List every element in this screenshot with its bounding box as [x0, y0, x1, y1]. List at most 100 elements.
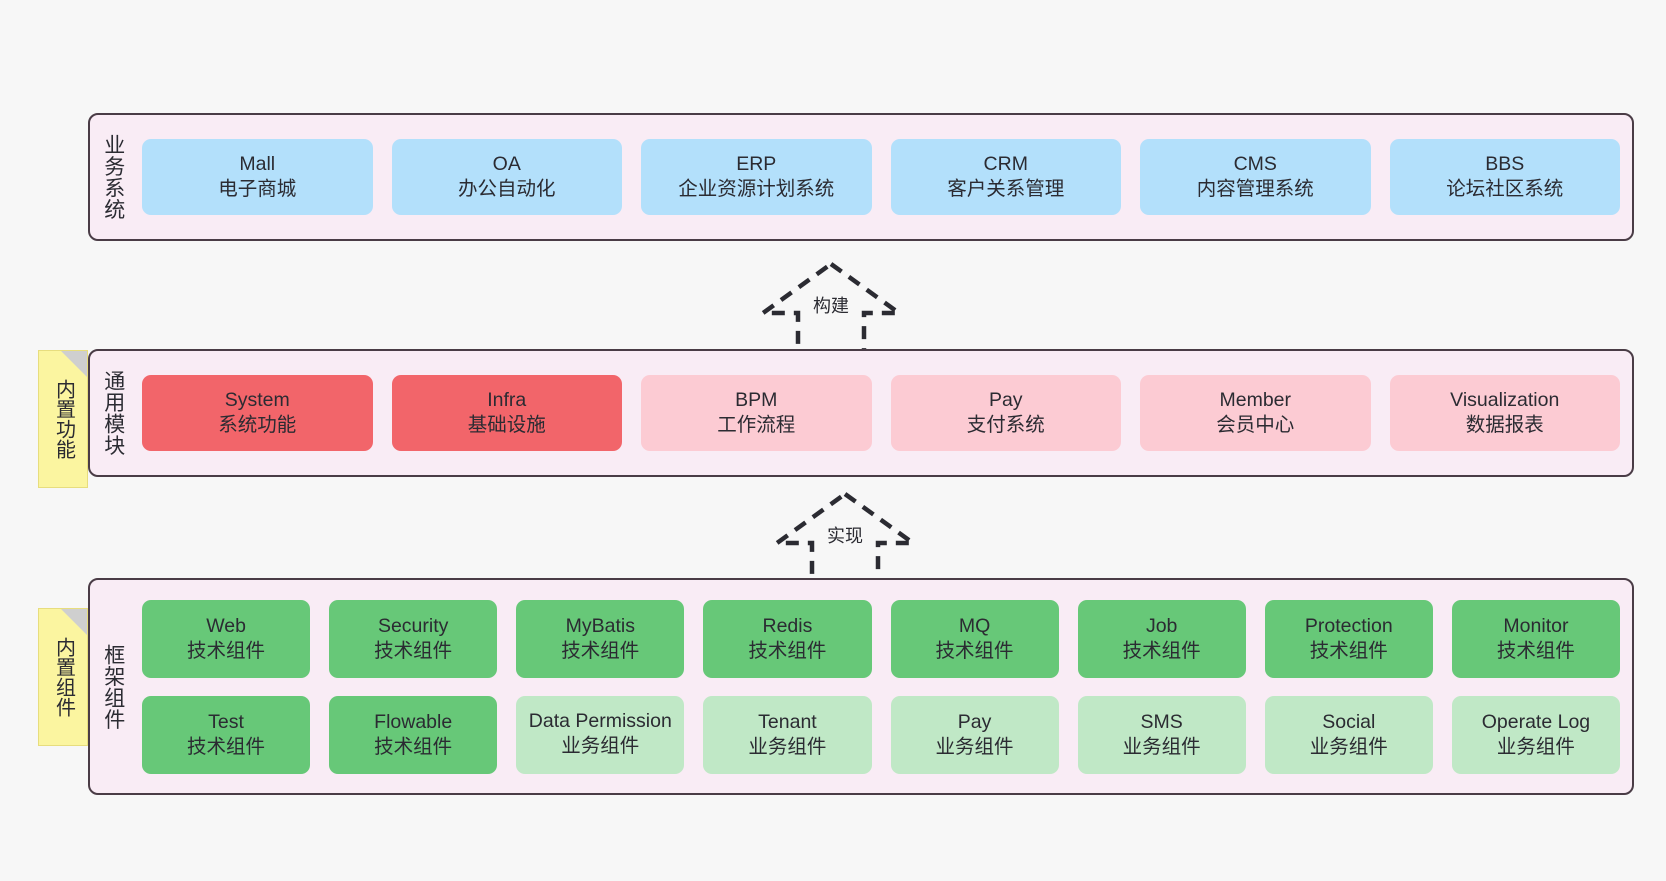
node-subtitle: 基础设施	[467, 414, 546, 436]
node-title: Security	[377, 614, 449, 637]
node-subtitle: 会员中心	[1216, 414, 1295, 436]
node-subtitle: 内容管理系统	[1196, 178, 1314, 200]
note-builtin-features: 内置功能	[38, 350, 88, 488]
node-subtitle: 数据报表	[1465, 414, 1544, 436]
node-test[interactable]: Test 技术组件	[142, 695, 311, 774]
node-cms[interactable]: CMS 内容管理系统	[1140, 139, 1371, 215]
node-crm[interactable]: CRM 客户关系管理	[890, 139, 1121, 215]
layer-framework-component: 框架组件 Web 技术组件 Security 技术组件 MyBatis 技术组件…	[88, 578, 1634, 795]
node-sms[interactable]: SMS 业务组件	[1077, 695, 1246, 774]
node-subtitle: 技术组件	[748, 639, 827, 662]
node-title: CRM	[983, 153, 1028, 176]
node-subtitle: 客户关系管理	[947, 178, 1065, 200]
node-subtitle: 技术组件	[1496, 639, 1575, 662]
node-title: OA	[492, 153, 521, 176]
node-subtitle: 业务组件	[935, 735, 1014, 758]
node-oa[interactable]: OA 办公自动化	[391, 139, 622, 215]
node-subtitle: 业务组件	[561, 734, 640, 757]
node-title: CMS	[1233, 153, 1277, 176]
node-member[interactable]: Member 会员中心	[1140, 375, 1371, 451]
node-bbs[interactable]: BBS 论坛社区系统	[1389, 139, 1620, 215]
node-operate-log[interactable]: Operate Log 业务组件	[1451, 695, 1620, 774]
node-mall[interactable]: Mall 电子商城	[142, 139, 373, 215]
layer-body-framework-component: Web 技术组件 Security 技术组件 MyBatis 技术组件 Redi…	[136, 580, 1632, 793]
node-title: Protection	[1304, 614, 1393, 637]
node-title: Mall	[239, 153, 276, 176]
dashed-arrow-up-icon	[756, 261, 906, 360]
node-pay-business[interactable]: Pay 业务组件	[890, 695, 1059, 774]
node-title: BBS	[1485, 153, 1525, 176]
node-subtitle: 支付系统	[966, 414, 1045, 436]
note-builtin-components: 内置组件	[38, 608, 88, 746]
node-title: Redis	[762, 614, 813, 637]
node-title: System	[224, 389, 290, 412]
node-title: Member	[1219, 389, 1292, 412]
node-mq[interactable]: MQ 技术组件	[890, 599, 1059, 678]
node-title: Tenant	[758, 710, 817, 733]
layer-row: Test 技术组件 Flowable 技术组件 Data Permission …	[142, 695, 1620, 774]
node-title: Job	[1145, 614, 1178, 637]
node-title: MQ	[958, 614, 991, 637]
node-data-permission[interactable]: Data Permission 业务组件	[516, 695, 685, 774]
node-infra[interactable]: Infra 基础设施	[391, 375, 622, 451]
node-title: Monitor	[1503, 614, 1569, 637]
node-erp[interactable]: ERP 企业资源计划系统	[641, 139, 872, 215]
node-title: Data Permission	[528, 710, 672, 733]
note-label: 内置功能	[52, 379, 75, 459]
node-title: Social	[1322, 710, 1376, 733]
note-fold-corner-icon	[61, 351, 87, 377]
node-pay[interactable]: Pay 支付系统	[890, 375, 1121, 451]
node-flowable[interactable]: Flowable 技术组件	[329, 695, 498, 774]
layer-row: Mall 电子商城 OA 办公自动化 ERP 企业资源计划系统 CRM 客户关系…	[142, 139, 1620, 215]
node-subtitle: 系统功能	[218, 414, 297, 436]
node-visualization[interactable]: Visualization 数据报表	[1389, 375, 1620, 451]
node-title: MyBatis	[565, 614, 635, 637]
layer-body-business-system: Mall 电子商城 OA 办公自动化 ERP 企业资源计划系统 CRM 客户关系…	[136, 115, 1632, 239]
node-tenant[interactable]: Tenant 业务组件	[703, 695, 872, 774]
node-title: Web	[206, 614, 246, 637]
note-fold-corner-icon	[61, 609, 87, 635]
node-subtitle: 技术组件	[1309, 639, 1388, 662]
node-subtitle: 技术组件	[374, 639, 453, 662]
node-subtitle: 企业资源计划系统	[678, 178, 835, 200]
node-monitor[interactable]: Monitor 技术组件	[1451, 599, 1620, 678]
node-title: Pay	[957, 710, 992, 733]
layer-title-common-module: 通用模块	[101, 370, 125, 456]
node-redis[interactable]: Redis 技术组件	[703, 599, 872, 678]
node-title: Infra	[487, 389, 527, 412]
node-title: Visualization	[1450, 389, 1560, 412]
node-subtitle: 技术组件	[187, 639, 266, 662]
node-subtitle: 业务组件	[748, 735, 827, 758]
node-title: Pay	[988, 389, 1023, 412]
node-title: BPM	[735, 389, 778, 412]
node-social[interactable]: Social 业务组件	[1264, 695, 1433, 774]
node-subtitle: 业务组件	[1496, 735, 1575, 758]
node-subtitle: 业务组件	[1309, 735, 1388, 758]
node-job[interactable]: Job 技术组件	[1077, 599, 1246, 678]
node-web[interactable]: Web 技术组件	[142, 599, 311, 678]
node-protection[interactable]: Protection 技术组件	[1264, 599, 1433, 678]
node-bpm[interactable]: BPM 工作流程	[641, 375, 872, 451]
node-title: Operate Log	[1481, 710, 1591, 733]
node-subtitle: 技术组件	[561, 639, 640, 662]
note-label: 内置组件	[52, 637, 75, 717]
layer-business-system: 业务系统 Mall 电子商城 OA 办公自动化 ERP 企业资源计划系统 CRM…	[88, 113, 1634, 241]
node-subtitle: 技术组件	[374, 735, 453, 758]
node-subtitle: 工作流程	[717, 414, 796, 436]
layer-common-module: 通用模块 System 系统功能 Infra 基础设施 BPM 工作流程 Pay…	[88, 349, 1634, 477]
connector-build-arrow: 构建	[756, 258, 906, 363]
node-system[interactable]: System 系统功能	[142, 375, 373, 451]
layer-row: Web 技术组件 Security 技术组件 MyBatis 技术组件 Redi…	[142, 599, 1620, 678]
node-subtitle: 技术组件	[935, 639, 1014, 662]
node-subtitle: 论坛社区系统	[1446, 178, 1564, 200]
layer-title-business-system: 业务系统	[101, 134, 125, 220]
dashed-arrow-up-icon	[770, 491, 920, 590]
layer-row: System 系统功能 Infra 基础设施 BPM 工作流程 Pay 支付系统…	[142, 375, 1620, 451]
node-subtitle: 技术组件	[1122, 639, 1201, 662]
node-subtitle: 办公自动化	[457, 178, 556, 200]
node-mybatis[interactable]: MyBatis 技术组件	[516, 599, 685, 678]
node-security[interactable]: Security 技术组件	[329, 599, 498, 678]
node-subtitle: 业务组件	[1122, 735, 1201, 758]
node-title: Test	[208, 710, 244, 733]
